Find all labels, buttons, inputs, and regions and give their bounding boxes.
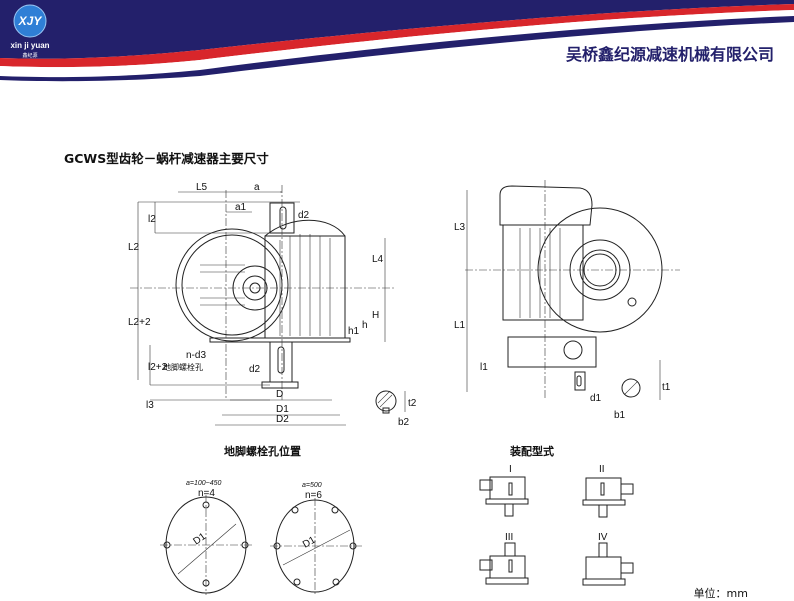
pattern-condition: a=500 (302, 482, 322, 489)
dim-t2: t2 (408, 398, 417, 409)
dim-n-d3: n-d3 (186, 350, 206, 361)
dim-D2: D2 (276, 414, 289, 425)
pattern-count: n=4 (198, 488, 215, 499)
dim-l3: l3 (146, 400, 154, 411)
dim-b2: b2 (398, 417, 410, 428)
logo-cn: 鑫纪源 (22, 52, 37, 59)
dim-a: a (254, 182, 260, 193)
dim-D1: D1 (276, 404, 289, 415)
dim-l2: l2 (148, 214, 156, 225)
bolt-pattern-n6: a=500 n=6 D1 (270, 482, 362, 595)
assembly-type-label: I (509, 464, 512, 475)
assembly-type-label: II (599, 464, 605, 475)
dim-L2: L2 (128, 242, 140, 253)
company-name: 吴桥鑫纪源减速机械有限公司 (566, 45, 774, 64)
logo-mark: XJY (18, 14, 43, 28)
logo-pinyin: xin ji yuan (10, 41, 49, 50)
front-view-drawing (130, 185, 395, 426)
dim-d2-top: d2 (298, 210, 310, 221)
dim-L4: L4 (372, 254, 384, 265)
assembly-type-label: III (505, 532, 513, 543)
assembly-type-I: I (479, 464, 529, 517)
dim-h1: h1 (348, 326, 360, 337)
dim-t1: t1 (662, 382, 671, 393)
dim-l2-plus-2: l2+2 (148, 362, 168, 373)
dim-h: h (362, 320, 368, 331)
page-title: GCWS型齿轮－蜗杆减速器主要尺寸 (64, 151, 269, 166)
pattern-condition: a=100~450 (186, 480, 222, 487)
header-banner (0, 0, 794, 82)
dim-l1: l1 (480, 362, 488, 373)
dim-H: H (372, 310, 379, 321)
company-logo: XJY xin ji yuan 鑫纪源 (10, 4, 50, 59)
front-view-labels: L5 a a1 d2 l2 L2 L4 L2+2 H h1 h n-d3 地脚螺… (128, 182, 384, 425)
dim-d1: d1 (590, 393, 602, 404)
dim-L5: L5 (196, 182, 208, 193)
bolt-hole-section-title: 地脚螺栓孔位置 (224, 444, 301, 458)
dim-D: D (276, 389, 283, 400)
dim-d2-bottom: d2 (249, 364, 261, 375)
assembly-type-label: IV (598, 532, 608, 543)
pattern-count: n=6 (305, 490, 322, 501)
unit-label: 单位：mm (694, 586, 748, 600)
bolt-hole-label: 地脚螺栓孔 (163, 362, 203, 372)
output-shaft-section: t2 b2 (375, 390, 417, 428)
dim-L2-plus-2: L2+2 (128, 317, 151, 328)
dim-L3: L3 (454, 222, 466, 233)
dim-L1: L1 (454, 320, 466, 331)
side-view-drawing (465, 180, 680, 400)
assembly-type-IV: IV (582, 532, 634, 586)
assembly-type-III: III (479, 532, 529, 585)
assembly-section-title: 装配型式 (509, 444, 554, 458)
dim-b1: b1 (614, 410, 626, 421)
dim-a1: a1 (235, 202, 247, 213)
bolt-pattern-n4: a=100~450 n=4 D1 (160, 480, 252, 595)
assembly-type-II: II (582, 464, 634, 518)
side-view-labels: L3 L1 l1 d1 t1 b1 (454, 222, 671, 421)
